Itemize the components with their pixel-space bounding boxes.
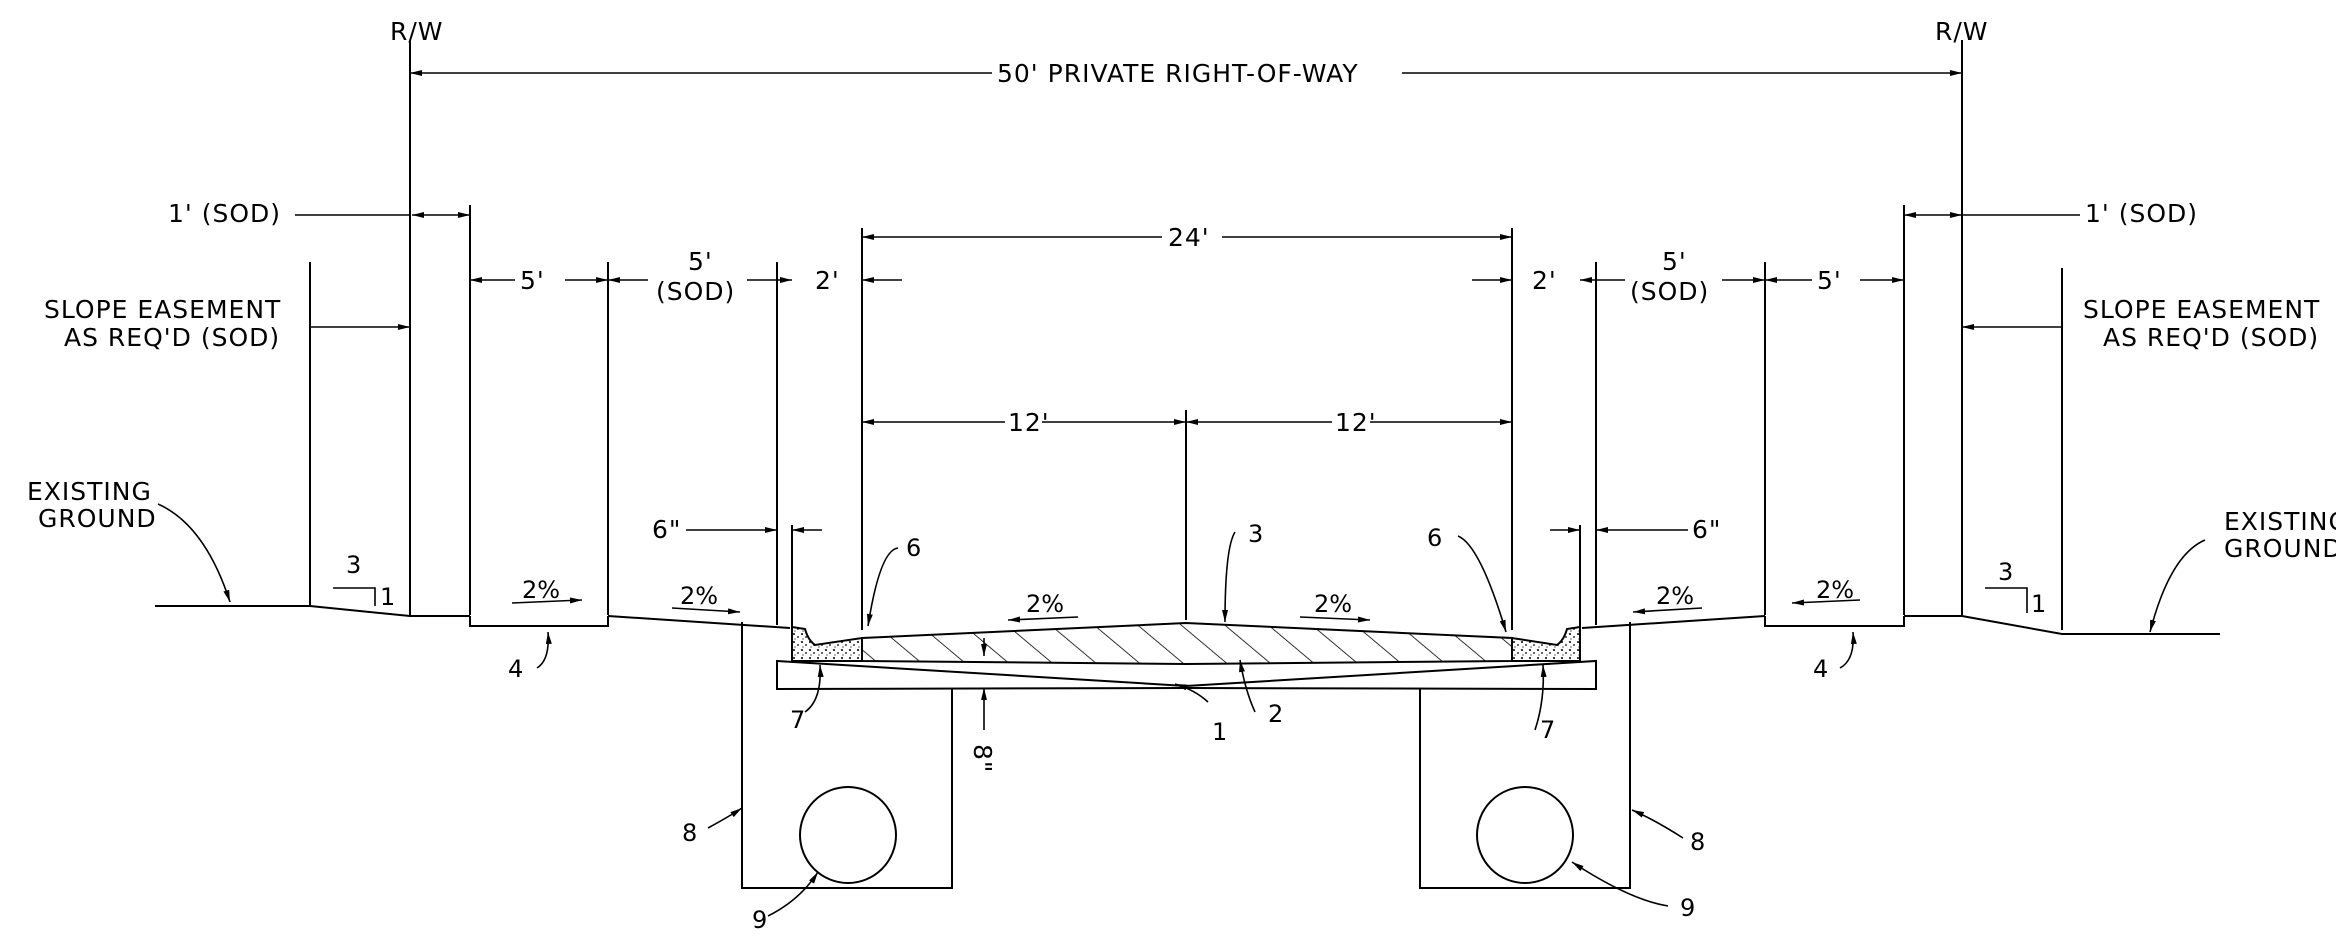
- dimension-lines: [295, 212, 2080, 730]
- ground-profile: [155, 587, 2220, 635]
- existing-ground-left-line2: GROUND: [38, 504, 157, 533]
- sidewalk-left: [469, 616, 609, 627]
- slope-arrows: [511, 597, 1861, 623]
- slope-2pct-sod-right: 2%: [1656, 582, 1694, 610]
- callout-6-right: 6: [1427, 524, 1442, 552]
- lane-right-width: 12': [1335, 408, 1377, 437]
- callout-9-right: 9: [1680, 894, 1695, 922]
- gutter-right-width: 2': [1532, 266, 1557, 295]
- right-of-way-width-label: 50' PRIVATE RIGHT-OF-WAY: [997, 59, 1359, 88]
- sidewalk-right: [1764, 616, 1905, 627]
- slope-ratio-left-run: 1: [380, 583, 395, 611]
- sidewalk-left-width: 5': [520, 266, 545, 295]
- slope-ratio-left-rise: 3: [346, 551, 361, 579]
- sod-buffer-right-sod: (SOD): [1630, 277, 1709, 306]
- existing-ground-right-line1: EXISTING: [2224, 507, 2336, 536]
- existing-ground-right-line2: GROUND: [2224, 534, 2336, 563]
- callout-4-left: 4: [508, 655, 523, 683]
- pipe-left: [799, 786, 897, 884]
- callout-7-right: 7: [1540, 716, 1555, 744]
- rw-left-label: R/W: [390, 17, 444, 46]
- sod-buffer-left-sod: (SOD): [656, 277, 735, 306]
- sod-strip-right-label: 1' (SOD): [2085, 199, 2198, 228]
- sod-buffer-right-width: 5': [1662, 247, 1687, 276]
- callout-3: 3: [1248, 520, 1263, 548]
- sod-buffer-left-width: 5': [688, 247, 713, 276]
- callout-2: 2: [1268, 700, 1283, 728]
- pavement-section: [776, 621, 1597, 691]
- slope-2pct-lane-right: 2%: [1314, 590, 1352, 618]
- gutter-left-width: 2': [815, 266, 840, 295]
- leader-lines: [157, 503, 2206, 917]
- existing-ground-left-line1: EXISTING: [27, 477, 152, 506]
- drainage-left: [741, 622, 953, 889]
- callout-1: 1: [1212, 718, 1227, 746]
- slope-2pct-sod-left: 2%: [680, 582, 718, 610]
- slope-easement-left-line1: SLOPE EASEMENT: [44, 295, 281, 324]
- slope-ratio-right-run: 1: [2031, 590, 2046, 618]
- callout-8-right: 8: [1690, 828, 1705, 856]
- slope-2pct-sidewalk-right: 2%: [1816, 576, 1854, 604]
- extension-lines: [309, 205, 2063, 630]
- base-depth-label: 8": [968, 744, 997, 773]
- callout-8-left: 8: [682, 819, 697, 847]
- callout-7-left: 7: [790, 706, 805, 734]
- curb-offset-right: 6": [1692, 515, 1721, 544]
- sidewalk-right-width: 5': [1817, 266, 1842, 295]
- slope-2pct-lane-left: 2%: [1026, 590, 1064, 618]
- slope-ratio-right-rise: 3: [1998, 558, 2013, 586]
- curb-offset-left: 6": [652, 515, 681, 544]
- slope-2pct-sidewalk-left: 2%: [522, 576, 560, 604]
- callout-9-left: 9: [752, 906, 767, 934]
- drainage-right: [1419, 622, 1631, 889]
- sod-strip-left-label: 1' (SOD): [168, 199, 281, 228]
- pavement-total-width: 24': [1168, 223, 1210, 252]
- slope-easement-left-line2: AS REQ'D (SOD): [64, 323, 280, 352]
- callout-4-right: 4: [1813, 655, 1828, 683]
- lane-left-width: 12': [1008, 408, 1050, 437]
- pipe-right: [1476, 786, 1574, 884]
- rw-right-label: R/W: [1935, 17, 1989, 46]
- slope-easement-right-line2: AS REQ'D (SOD): [2103, 323, 2319, 352]
- callout-6-left: 6: [906, 534, 921, 562]
- slope-easement-right-line1: SLOPE EASEMENT: [2083, 295, 2320, 324]
